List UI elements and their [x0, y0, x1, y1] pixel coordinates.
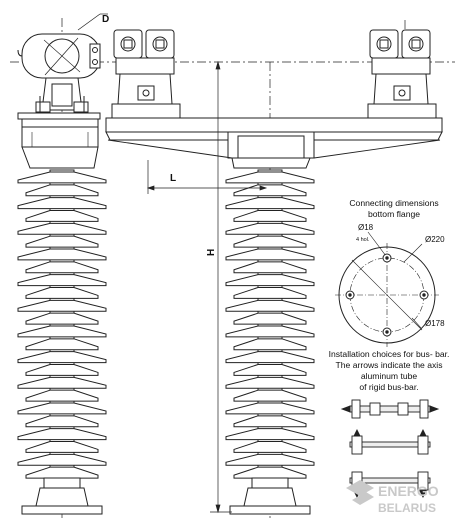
dimension-l-label: L	[170, 173, 176, 184]
insulator-shed	[17, 428, 107, 441]
left-bus-clamp	[17, 33, 101, 79]
watermark: ENERGO BELARUS	[346, 480, 439, 515]
insulator-shed	[25, 415, 99, 428]
insulator-shed	[233, 312, 307, 325]
insulator-shed	[17, 453, 107, 466]
left-support-bracket	[35, 77, 89, 113]
insulator-shed	[225, 299, 315, 312]
left-base-flange	[21, 477, 103, 515]
insulator-shed	[17, 222, 107, 235]
insulator-shed	[225, 274, 315, 287]
insulator-shed	[225, 171, 315, 184]
dimension-h-label: H	[206, 249, 217, 256]
right-base-flange	[229, 477, 311, 515]
insulator-shed	[233, 364, 307, 376]
insulator-shed	[233, 235, 307, 248]
insulator-shed	[25, 364, 99, 376]
dimension-d	[44, 13, 108, 76]
insulator-shed	[25, 184, 99, 197]
insulator-shed	[225, 248, 315, 261]
watermark-logo-icon	[346, 480, 374, 505]
insulator-shed	[233, 389, 307, 402]
installation-line1: Installation choices for bus- bar.	[329, 349, 450, 359]
insulator-shed	[233, 287, 307, 299]
left-top-cap	[17, 112, 101, 169]
insulator-shed	[25, 441, 99, 453]
right-right-clamp-pair	[367, 29, 437, 119]
installation-line4: of rigid bus-bar.	[359, 382, 418, 392]
insulator-shed	[225, 428, 315, 441]
insulator-shed	[25, 312, 99, 325]
installation-option-3	[349, 471, 431, 499]
dimension-d-label: D	[102, 14, 109, 25]
flange-drawing	[335, 231, 439, 347]
flange-hole-count: 4 hol.	[356, 237, 370, 243]
insulator-shed	[225, 222, 315, 235]
insulator-shed	[17, 402, 107, 415]
insulator-shed	[233, 338, 307, 351]
insulator-shed	[17, 325, 107, 338]
insulator-shed	[233, 261, 307, 274]
right-insulator-sheds	[225, 169, 315, 479]
insulator-shed	[225, 376, 315, 389]
flange-bolt-holes	[345, 253, 429, 337]
insulator-shed	[17, 376, 107, 389]
insulator-shed	[233, 210, 307, 222]
insulator-shed	[233, 441, 307, 453]
watermark-line1: ENERGO	[378, 483, 439, 499]
installation-option-2	[349, 428, 431, 455]
insulator-shed	[25, 261, 99, 274]
insulator-shed	[233, 184, 307, 197]
insulator-shed	[233, 415, 307, 428]
right-insulator	[105, 29, 443, 515]
left-insulator-sheds	[17, 169, 107, 479]
flange-caption-line1: Connecting dimensions	[349, 198, 438, 208]
installation-choices	[340, 399, 440, 499]
dimension-l	[146, 160, 268, 194]
insulator-shed	[25, 210, 99, 222]
insulator-shed	[17, 299, 107, 312]
insulator-shed	[225, 197, 315, 210]
insulator-shed	[17, 351, 107, 364]
insulator-shed	[25, 235, 99, 248]
insulator-shed	[225, 402, 315, 415]
insulator-shed	[225, 351, 315, 364]
installation-option-1	[340, 399, 440, 419]
left-insulator	[17, 33, 107, 515]
flange-outer-diameter: Ø220	[425, 235, 445, 244]
insulator-shed	[17, 197, 107, 210]
insulator-shed	[17, 274, 107, 287]
flange-caption-line2: bottom flange	[368, 209, 420, 219]
insulator-shed	[25, 389, 99, 402]
insulator-shed	[233, 466, 307, 479]
insulator-shed	[25, 287, 99, 299]
installation-line3: aluminum tube	[361, 371, 418, 381]
insulator-shed	[225, 325, 315, 338]
right-crossbar	[105, 117, 443, 169]
watermark-line2: BELARUS	[378, 501, 436, 515]
flange-bolt-circle: Ø178	[425, 319, 445, 328]
insulator-shed	[25, 338, 99, 351]
installation-line2: The arrows indicate the axis	[336, 360, 443, 370]
insulator-shed	[17, 248, 107, 261]
dimension-h	[210, 60, 232, 514]
right-left-clamp-pair	[111, 29, 181, 119]
insulator-shed	[17, 171, 107, 184]
insulator-shed	[225, 453, 315, 466]
flange-hole-diameter: Ø18	[358, 223, 374, 232]
insulator-shed	[25, 466, 99, 479]
